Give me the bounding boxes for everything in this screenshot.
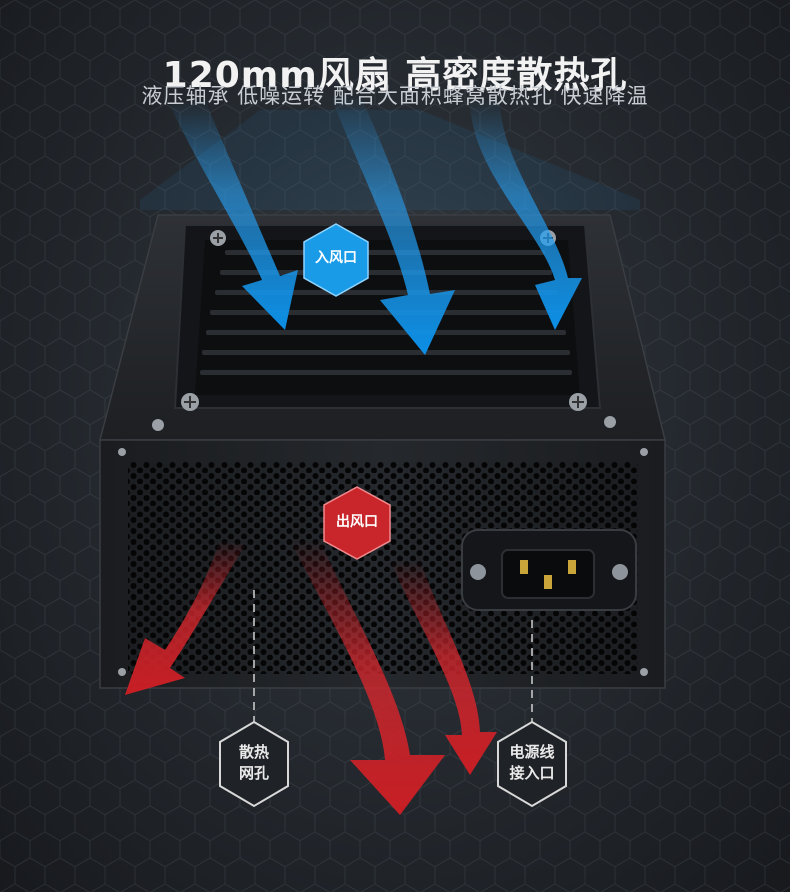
- intake-arrows: [140, 95, 640, 355]
- intake-badge: [303, 223, 369, 297]
- exhaust-arrows: [125, 540, 497, 815]
- vent-callout-label: 散热 网孔: [238, 743, 269, 782]
- page-title: 120mm风扇 高密度散热孔: [162, 55, 628, 97]
- exhaust-badge: [323, 486, 391, 560]
- power-callout: [497, 720, 567, 808]
- exhaust-label: 出风口: [336, 514, 378, 530]
- vent-callout: [219, 720, 289, 808]
- page-subtitle: 液压轴承 低噪运转 配合大面积蜂窝散热孔 快速降温: [141, 84, 649, 108]
- power-socket: [461, 529, 637, 611]
- intake-label: 入风口: [315, 250, 357, 266]
- power-callout-label: 电源线 接入口: [509, 743, 555, 782]
